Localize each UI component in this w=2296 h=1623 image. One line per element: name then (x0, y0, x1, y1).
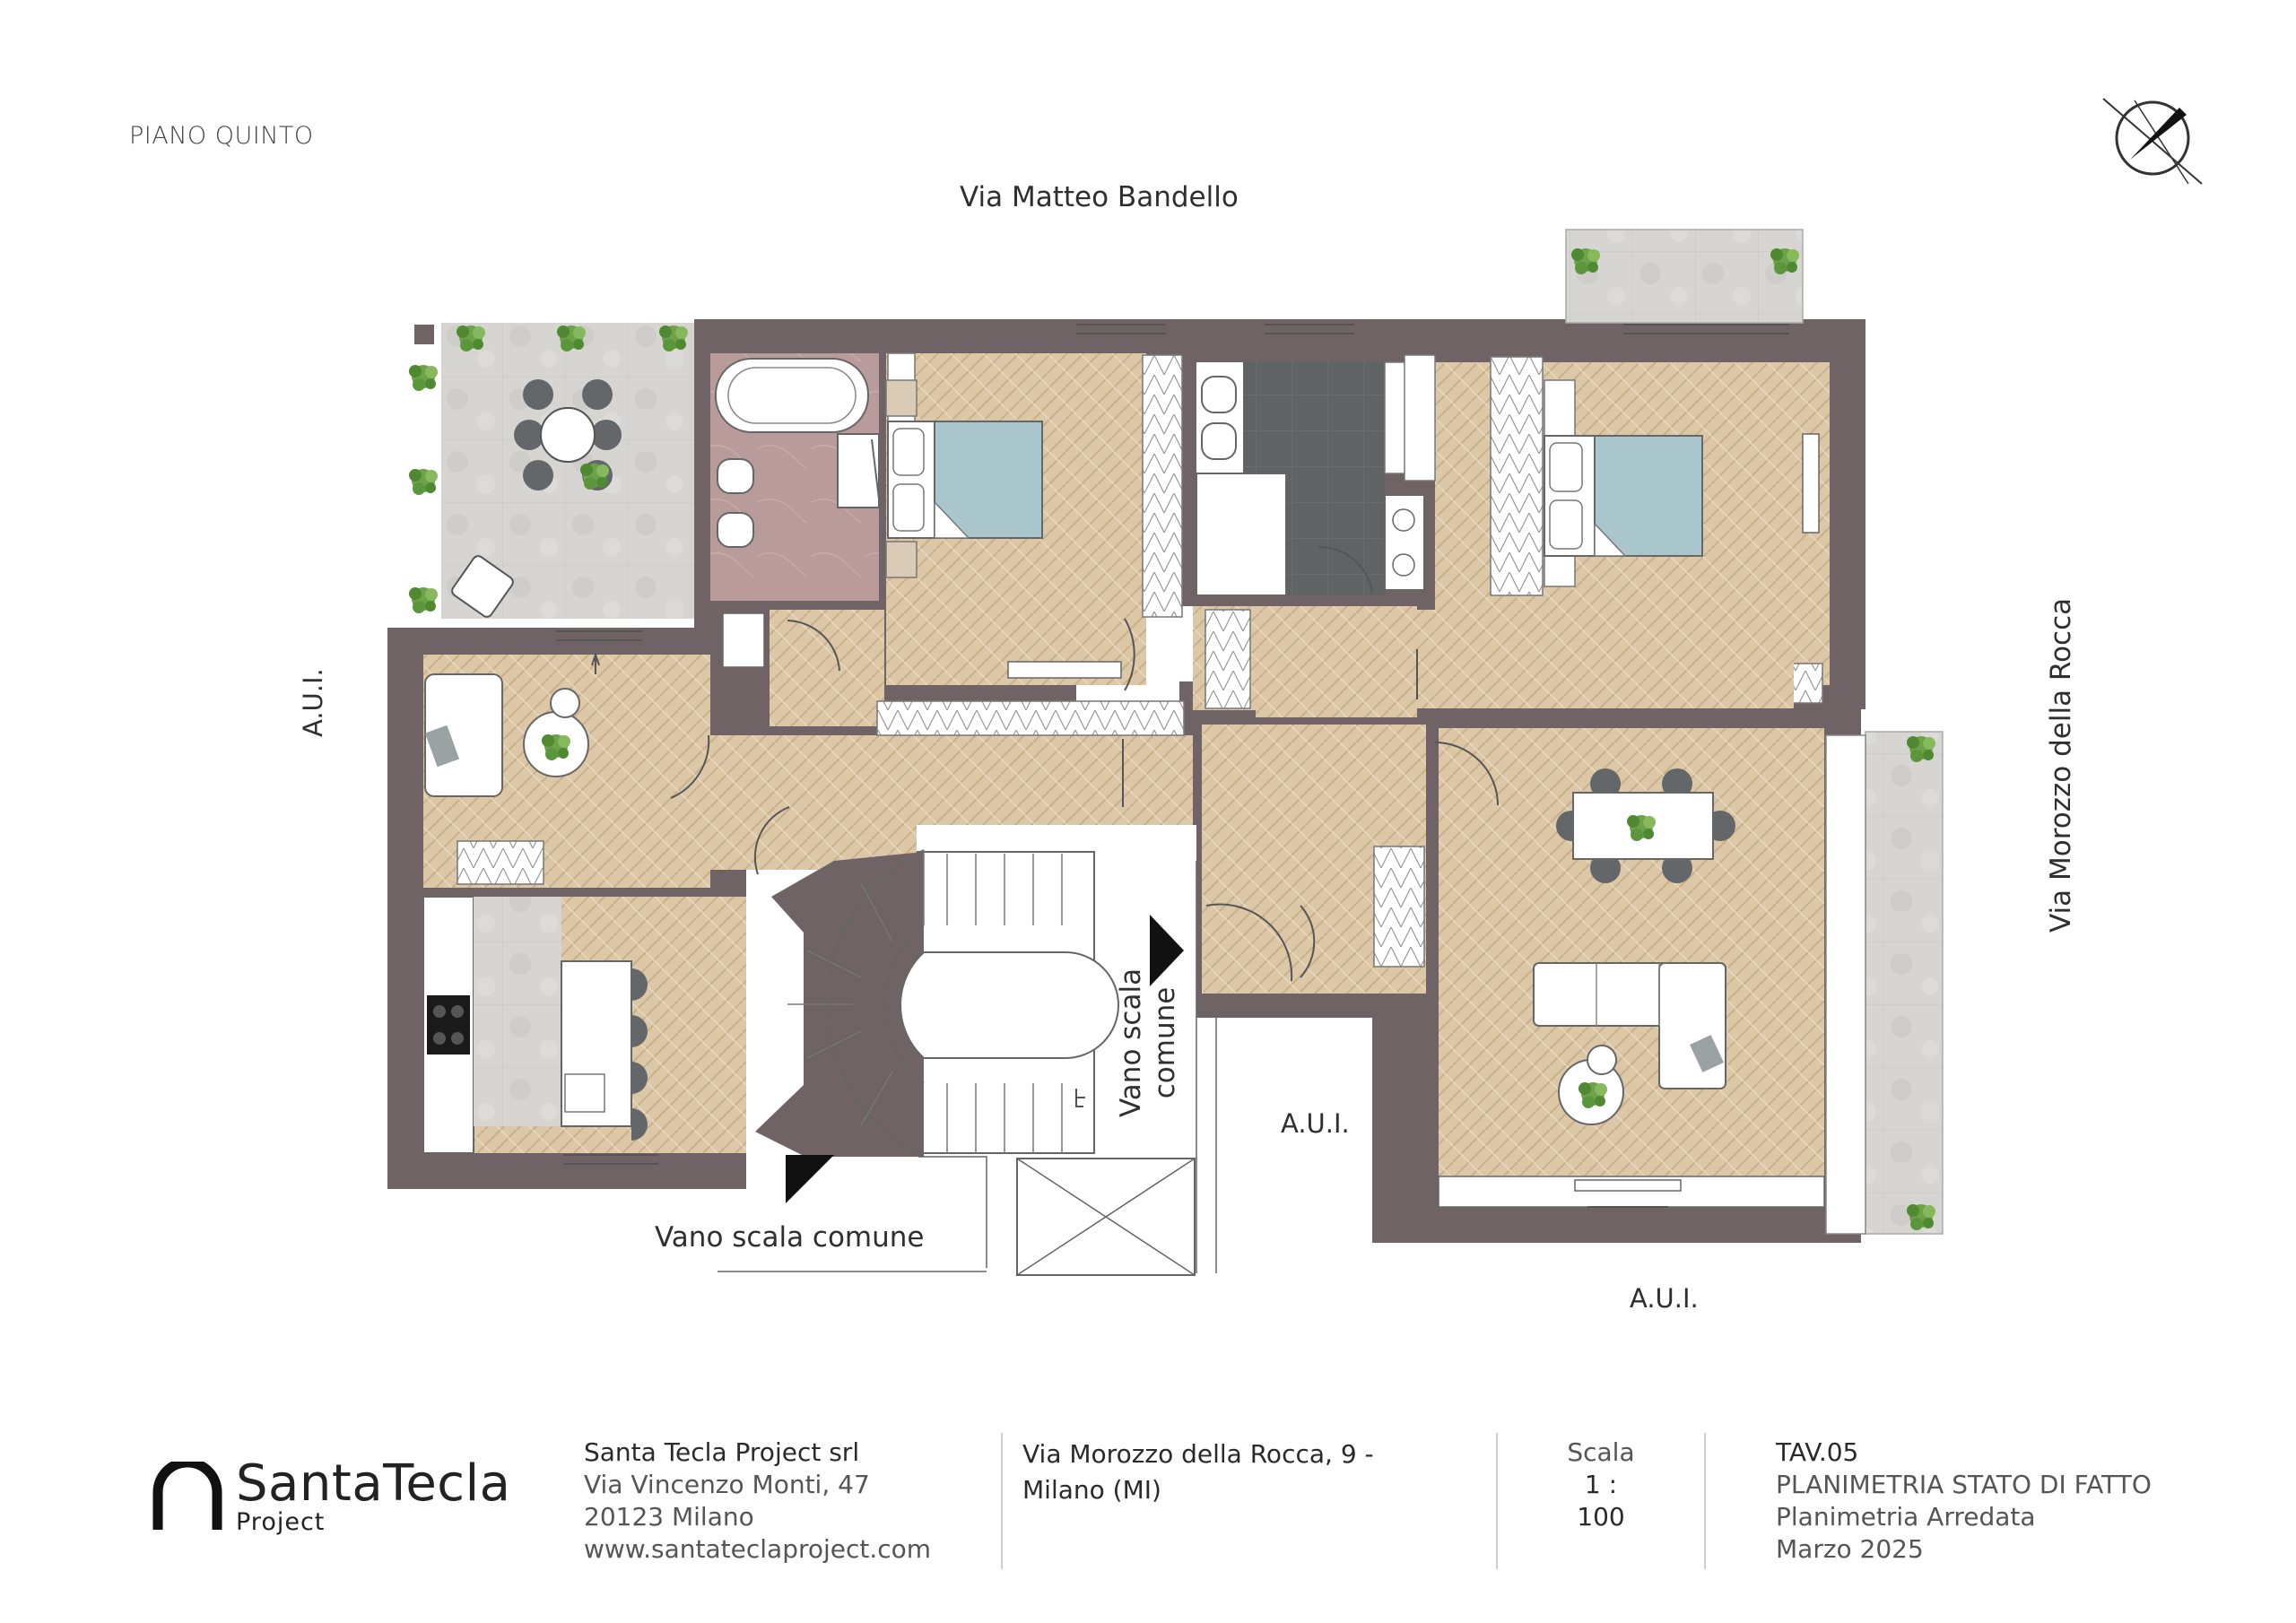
north-arrow-icon (2102, 98, 2203, 185)
street-label-right: Via Morozzo della Rocca (2045, 597, 2077, 933)
company-address: Via Vincenzo Monti, 47 (584, 1470, 870, 1499)
sheet-title: PLANIMETRIA STATO DI FATTO (1776, 1470, 2152, 1499)
street-label-top: Via Matteo Bandello (960, 181, 1239, 213)
floor-label: PIANO QUINTO (129, 122, 314, 150)
bathroom-1 (710, 353, 889, 601)
stair-label-rotated: Vano scala comune (1114, 968, 1182, 1117)
aui-label-middle: A.U.I. (1281, 1108, 1350, 1139)
terrace-right (1825, 731, 1944, 1235)
sheet-code: TAV.05 (1776, 1437, 1859, 1467)
separator (1704, 1433, 1706, 1569)
windows-and-doors (556, 324, 1789, 1208)
sheet-subtitle: Planimetria Arredata (1776, 1502, 2036, 1532)
terrace-top-left (405, 323, 694, 619)
company-city: 20123 Milano (584, 1502, 754, 1532)
kitchen (422, 896, 746, 1154)
stair-core (718, 825, 1217, 1276)
aui-label-bottom: A.U.I. (1630, 1283, 1699, 1314)
aui-label-left: A.U.I. (298, 668, 328, 737)
scale-info: Scala 1 : 100 (1566, 1436, 1636, 1533)
logo-subtitle: Project (236, 1508, 326, 1536)
company-name: Santa Tecla Project srl (584, 1437, 860, 1467)
scale-label: Scala (1567, 1437, 1635, 1467)
stair-label-bottom: Vano scala comune (655, 1221, 925, 1254)
living-room (1438, 728, 1825, 1208)
sheet-date: Marzo 2025 (1776, 1534, 1924, 1564)
site-address-line1: Via Morozzo della Rocca, 9 - (1022, 1439, 1374, 1469)
scale-value: 1 : 100 (1577, 1470, 1625, 1532)
logo-arch-icon (152, 1462, 222, 1530)
company-info: Santa Tecla Project srl Via Vincenzo Mon… (584, 1436, 931, 1566)
sheet-info: TAV.05 PLANIMETRIA STATO DI FATTO Planim… (1776, 1436, 2152, 1566)
terrace-top-right (1565, 229, 1804, 324)
logo-name: SantaTecla (236, 1454, 511, 1513)
separator (1496, 1433, 1498, 1569)
site-address-line2: Milano (MI) (1022, 1475, 1161, 1505)
studio-room (423, 655, 710, 888)
site-info: Via Morozzo della Rocca, 9 - Milano (MI) (1022, 1436, 1374, 1508)
company-website: www.santateclaproject.com (584, 1534, 932, 1564)
stair-label-rotated-line2: comune (1149, 986, 1181, 1099)
separator (1001, 1433, 1003, 1569)
stair-label-rotated-line1: Vano scala (1115, 968, 1147, 1117)
bedroom-1 (885, 352, 1183, 685)
